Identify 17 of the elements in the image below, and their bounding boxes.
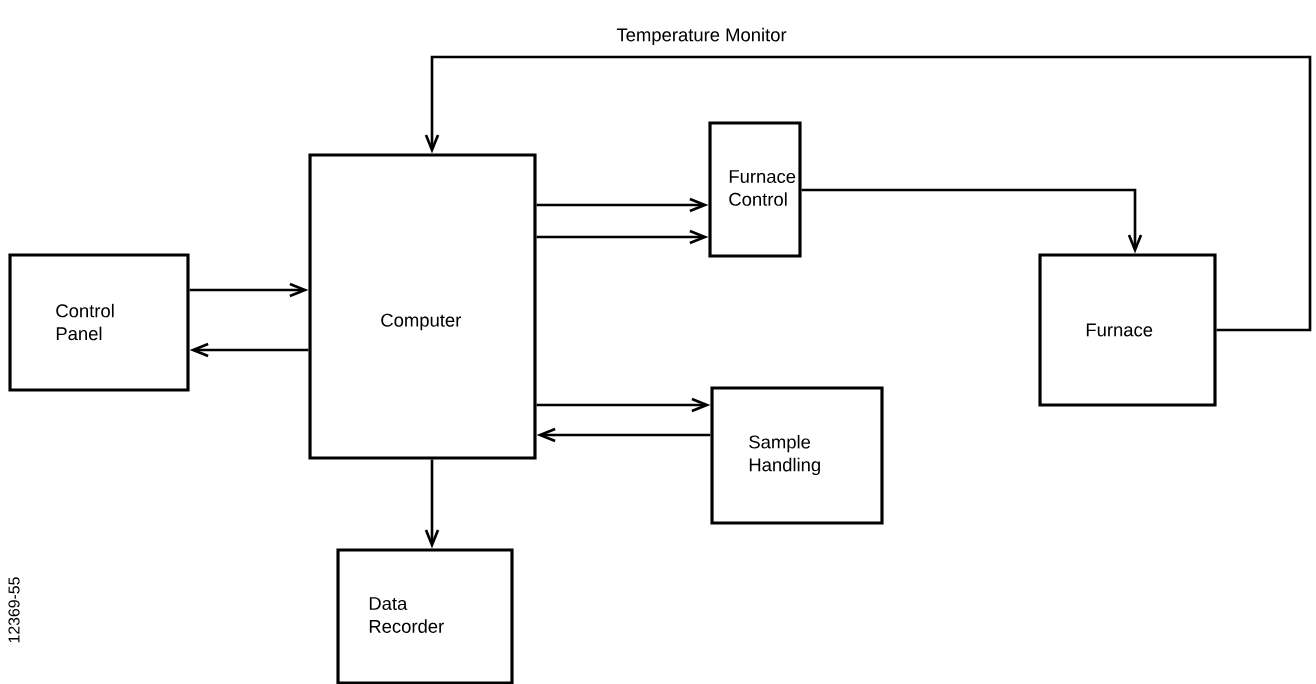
process-box: Furnace Control [708, 121, 802, 258]
arrow [189, 282, 309, 298]
process-box: Furnace [1038, 253, 1217, 407]
process-box: Computer [308, 153, 537, 460]
arrow [801, 188, 1143, 254]
edge-label: Temperature Monitor [614, 26, 789, 47]
arrow [536, 397, 711, 413]
arrow [424, 459, 440, 549]
process-box: Control Panel [8, 253, 190, 392]
arrow [536, 427, 711, 443]
process-box: Sample Handling [710, 386, 884, 525]
figure-number: 12369-55 [8, 577, 20, 643]
process-box: Data Recorder [336, 548, 514, 684]
arrow [424, 55, 1312, 332]
arrow [536, 197, 709, 213]
arrow [189, 342, 309, 358]
arrow [536, 229, 709, 245]
